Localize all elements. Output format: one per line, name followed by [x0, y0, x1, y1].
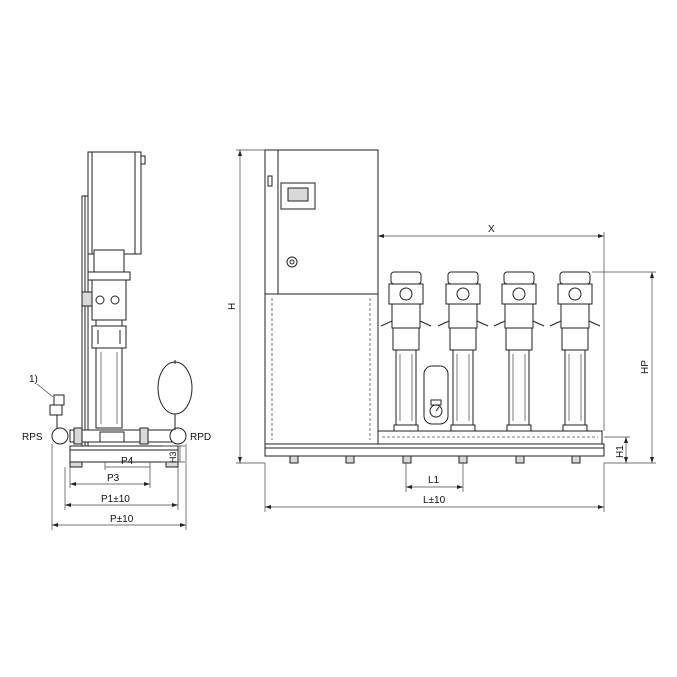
side-tank	[157, 361, 193, 415]
pump-4	[549, 271, 601, 432]
label-l: L±10	[423, 495, 446, 506]
label-hp: HP	[640, 360, 651, 374]
label-rpd: RPD	[190, 432, 211, 443]
side-pump-body	[95, 347, 123, 429]
label-l1: L1	[428, 475, 440, 486]
front-view	[236, 149, 656, 512]
label-h1: H1	[615, 445, 626, 458]
label-p: P±10	[110, 514, 134, 525]
rps-port	[51, 427, 69, 445]
label-p4: P4	[121, 456, 134, 467]
label-x: X	[488, 224, 495, 235]
side-cabinet	[87, 151, 142, 255]
label-p1: P1±10	[101, 494, 130, 505]
foot	[571, 455, 581, 464]
label-p3: P3	[107, 473, 120, 484]
label-note: 1)	[29, 374, 38, 385]
foot	[289, 455, 299, 464]
foot	[345, 455, 355, 464]
main-switch-icon	[286, 256, 298, 268]
foot	[458, 455, 468, 464]
pump-1	[380, 271, 432, 432]
pump-2	[437, 271, 489, 432]
rpd-port	[169, 427, 187, 445]
label-rps: RPS	[22, 432, 43, 443]
pump-3	[493, 271, 545, 432]
label-h3: H3	[168, 451, 178, 463]
foot	[515, 455, 525, 464]
cabinet-stand	[264, 293, 379, 445]
label-h: H	[227, 303, 238, 310]
side-motor	[93, 249, 125, 273]
foot	[402, 455, 412, 464]
front-cabinet	[264, 149, 379, 295]
side-view	[36, 151, 193, 530]
front-manifold	[377, 430, 603, 445]
front-base	[264, 443, 605, 457]
